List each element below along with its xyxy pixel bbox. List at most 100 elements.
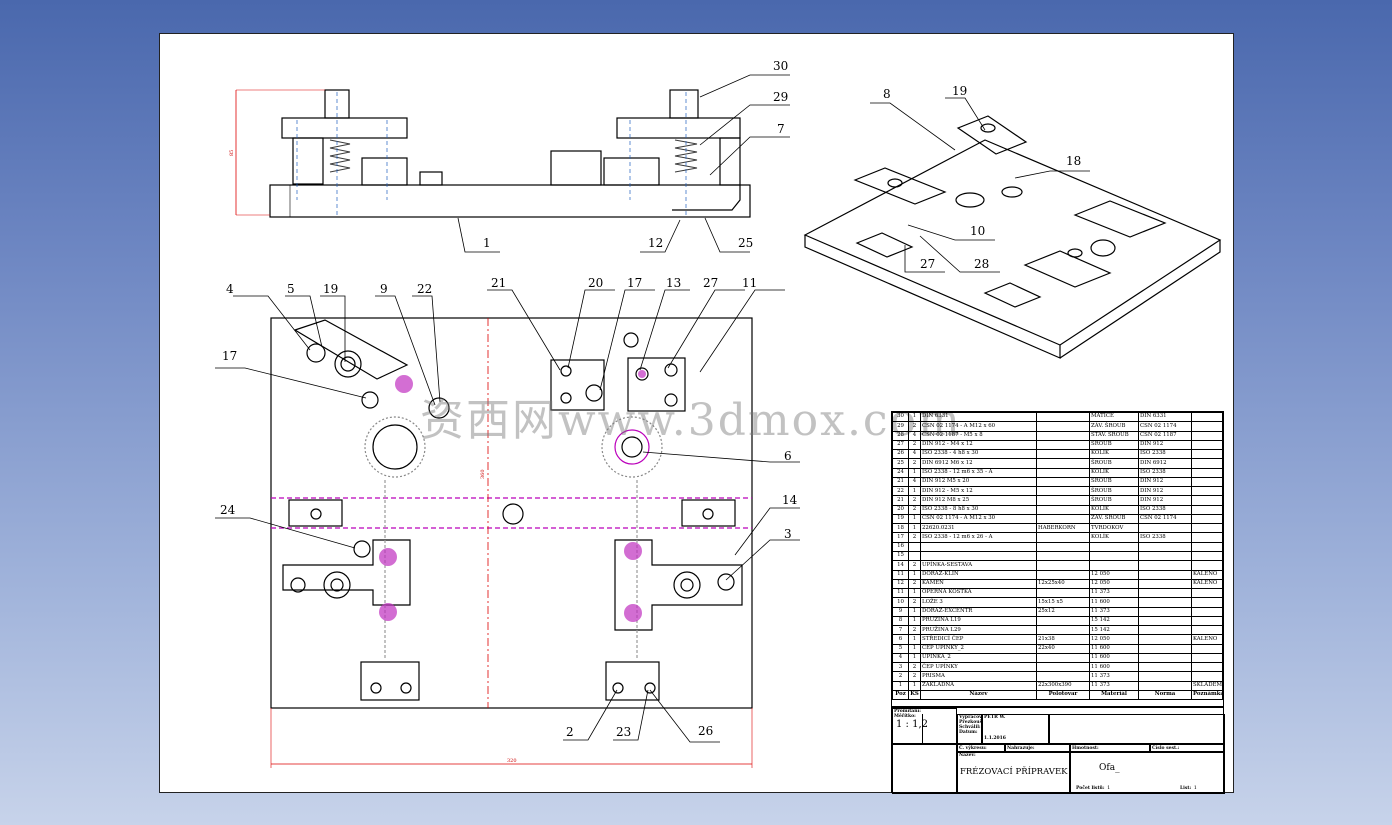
callout-label: 8 <box>883 87 891 101</box>
callout-label: 21 <box>491 276 506 290</box>
table-cell: 26 <box>892 449 909 460</box>
table-cell: DORAZ-EXCENTR <box>920 606 1037 617</box>
table-cell <box>1036 504 1090 515</box>
table-cell: 19 <box>892 513 909 525</box>
table-cell <box>1138 550 1192 562</box>
table-cell <box>1138 643 1192 654</box>
table-cell <box>1138 523 1192 534</box>
table-cell <box>1191 486 1223 497</box>
table-cell <box>920 541 1037 552</box>
table-cell: ZÁV. ŠROUB <box>1089 421 1139 432</box>
table-cell: STAV. ŠROUB <box>1089 430 1139 441</box>
table-cell: DIN 6912 <box>1138 458 1192 469</box>
table-cell: ISO 2338 <box>1138 467 1192 478</box>
blank-cell <box>892 744 957 794</box>
scale-value: 1 : 1,2 <box>896 719 928 730</box>
table-cell <box>1036 421 1090 432</box>
table-cell: 2 <box>908 662 921 673</box>
table-cell <box>1191 439 1223 451</box>
title-cell: Název: FRÉZOVACÍ PŘÍPRAVEK <box>957 752 1070 794</box>
table-cell: DIN 6331 <box>920 411 1037 423</box>
table-cell <box>1191 532 1223 543</box>
column-header: Materiál <box>1089 689 1139 701</box>
drawing-number: Ofa_ <box>1099 763 1120 773</box>
table-cell <box>1191 662 1223 673</box>
table-cell: UPÍNKA-SESTAVA <box>920 560 1037 571</box>
table-cell: 27 <box>892 439 909 451</box>
table-cell: 7 <box>892 625 909 636</box>
table-cell: KÁMEN <box>920 578 1037 590</box>
table-row: 16 <box>892 541 1223 552</box>
column-header: Poznámka <box>1191 689 1223 701</box>
table-cell: 4 <box>908 430 921 441</box>
leader-lines <box>215 74 1090 743</box>
revision-grid <box>1049 714 1225 744</box>
table-cell <box>1036 532 1090 543</box>
table-cell <box>1191 597 1223 608</box>
table-cell <box>920 550 1037 562</box>
table-cell: PRUŽINA L19 <box>920 615 1037 627</box>
callout-label: 17 <box>627 276 642 290</box>
callout-label: 20 <box>588 276 603 290</box>
table-cell <box>1036 671 1090 682</box>
table-cell: 24 <box>892 467 909 478</box>
table-cell <box>1036 588 1090 599</box>
table-cell <box>1036 615 1090 627</box>
table-cell <box>1138 652 1192 664</box>
drawing-number-cell: Ofa_ Počet listů: 1 List: 1 <box>1070 752 1225 794</box>
callout-label: 18 <box>1066 154 1081 168</box>
table-cell <box>1191 504 1223 515</box>
table-cell <box>1036 458 1090 469</box>
table-cell: OPĚRNÁ KOSTKA <box>920 588 1037 599</box>
table-cell <box>908 541 921 552</box>
table-cell: 22x40 <box>1036 643 1090 654</box>
callout-label: 29 <box>773 90 788 104</box>
table-cell: KALENO <box>1191 569 1223 580</box>
table-cell: 1 <box>908 634 921 645</box>
table-cell: 12 050 <box>1089 569 1139 580</box>
table-cell: 15x15 x5 <box>1036 597 1090 608</box>
table-cell <box>1191 467 1223 478</box>
callout-label: 11 <box>742 276 757 290</box>
table-cell: KOLÍK <box>1089 504 1139 515</box>
table-cell: ISO 2338 - 4 h8 x 30 <box>920 449 1037 460</box>
table-cell <box>1036 625 1090 636</box>
table-cell: 11 373 <box>1089 671 1139 682</box>
watermark: 资西网www.3dmox.com <box>420 395 962 446</box>
table-cell: 3 <box>892 662 909 673</box>
table-cell: 11 600 <box>1089 662 1139 673</box>
table-cell: 15 142 <box>1089 625 1139 636</box>
top-view <box>270 317 753 768</box>
table-cell: ŠROUB <box>1089 458 1139 469</box>
table-cell: 1 <box>892 680 909 691</box>
table-cell <box>1036 486 1090 497</box>
table-cell: 15 142 <box>1089 615 1139 627</box>
table-cell <box>1089 560 1139 571</box>
table-cell: 1 <box>908 411 921 423</box>
table-cell: KOLÍK <box>1089 532 1139 543</box>
table-cell: 2 <box>908 597 921 608</box>
table-cell <box>1036 569 1090 580</box>
table-cell: 1 <box>908 486 921 497</box>
table-cell: 12 050 <box>1089 634 1139 645</box>
table-cell <box>1138 541 1192 552</box>
table-cell <box>1036 467 1090 478</box>
front-view <box>235 89 751 218</box>
table-cell <box>1036 652 1090 664</box>
table-cell: 1 <box>908 615 921 627</box>
table-cell: 11 <box>892 569 909 580</box>
table-cell <box>1191 513 1223 525</box>
